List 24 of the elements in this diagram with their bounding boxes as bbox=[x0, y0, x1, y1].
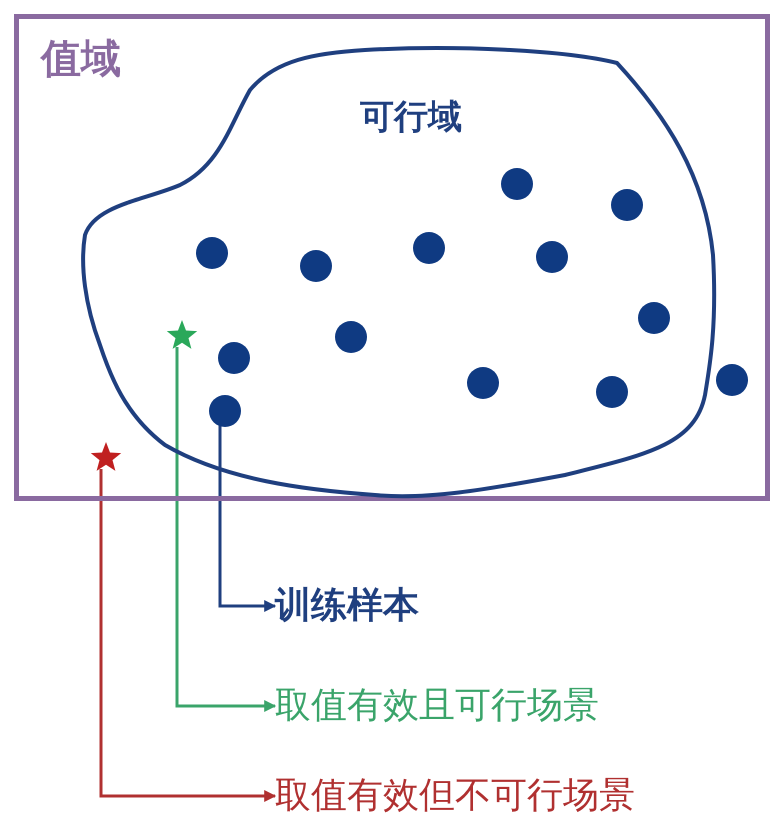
dot bbox=[208, 394, 242, 428]
callout-text: 取值有效但不可行场景 bbox=[275, 778, 635, 814]
dot bbox=[299, 249, 333, 283]
callout-text: 取值有效且可行场景 bbox=[275, 688, 599, 724]
dot bbox=[595, 375, 629, 409]
dot bbox=[412, 231, 446, 265]
dot bbox=[637, 301, 671, 335]
dot bbox=[535, 240, 569, 274]
star-icon bbox=[165, 318, 199, 352]
dot bbox=[334, 320, 368, 354]
star-icon bbox=[89, 440, 123, 474]
leader-arrow bbox=[100, 469, 276, 802]
dot bbox=[715, 363, 749, 397]
region-label: 可行域 bbox=[360, 100, 462, 134]
dot bbox=[466, 366, 500, 400]
dot bbox=[500, 167, 534, 201]
dot bbox=[195, 236, 229, 270]
leader-arrow bbox=[176, 347, 276, 712]
leader-arrow bbox=[218, 423, 276, 612]
dot bbox=[217, 341, 251, 375]
rectangle-frame bbox=[14, 14, 770, 501]
region-label: 值域 bbox=[41, 39, 121, 79]
callout-text: 训练样本 bbox=[275, 588, 419, 624]
dot bbox=[610, 188, 644, 222]
